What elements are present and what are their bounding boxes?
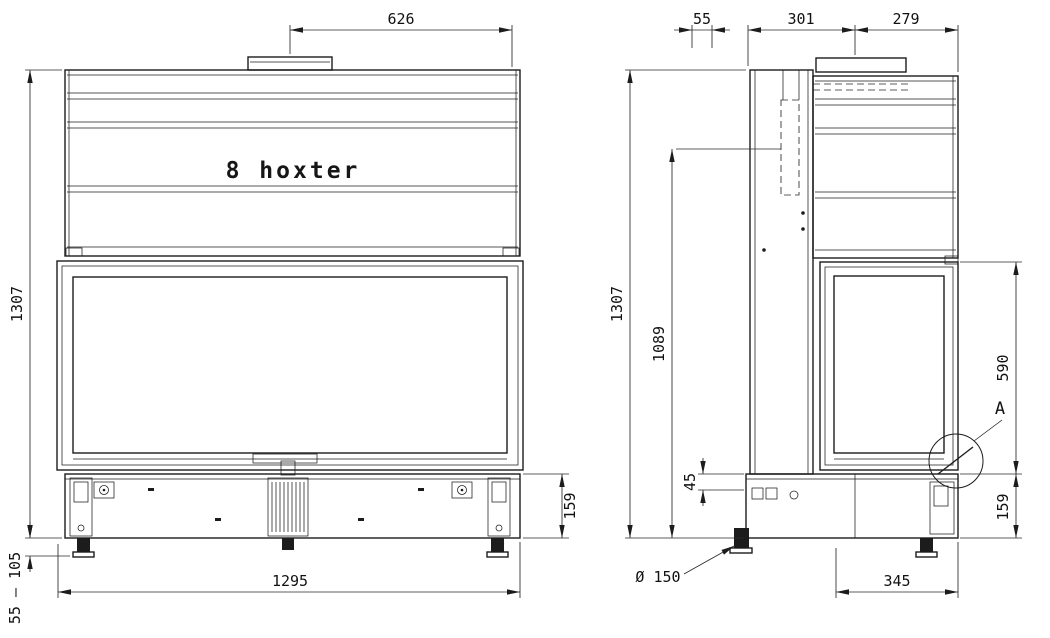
dim-front-flue-to-edge: 626 — [289, 10, 513, 67]
dim-front-total-height: 1307 — [8, 69, 62, 539]
dim-side-total-height: 1307 — [608, 69, 746, 539]
dim-side-top-offset-value: 55 — [693, 10, 711, 28]
dim-side-rear-depth: 301 — [747, 10, 856, 66]
detail-a-callout: A — [928, 399, 1005, 489]
dim-side-inner-height-value: 1089 — [650, 326, 668, 362]
dim-side-flue-diameter-value: Ø 150 — [635, 568, 680, 586]
side-glass-door — [819, 261, 959, 471]
dim-side-glass-height-value: 590 — [994, 354, 1012, 381]
dim-side-base-height: 159 — [960, 474, 1022, 539]
side-rear-channel — [749, 69, 814, 475]
side-base-assembly — [745, 473, 959, 539]
dim-side-base-depth: 345 — [835, 542, 959, 598]
front-flue-collar — [247, 56, 333, 71]
dim-front-base-height: 159 — [523, 473, 579, 539]
side-flue-collar — [813, 57, 908, 91]
dim-side-detail-offset-value: 45 — [681, 473, 699, 491]
side-upper-casing — [812, 75, 959, 265]
front-feet — [72, 538, 509, 558]
dim-side-glass-height: 590 — [960, 261, 1022, 475]
side-dimensions: 55 301 279 1307 1089 590 — [608, 10, 1022, 598]
front-view: 8 hoxter — [56, 56, 524, 558]
dim-front-total-height-value: 1307 — [8, 286, 26, 322]
brand-logo: 8 hoxter — [226, 158, 361, 184]
dim-side-base-height-value: 159 — [994, 493, 1012, 520]
dim-side-total-height-value: 1307 — [608, 286, 626, 322]
front-dimensions: 626 1307 159 55 – 105 1295 — [6, 10, 579, 624]
side-feet — [729, 528, 938, 558]
dim-front-flue-to-edge-value: 626 — [387, 10, 414, 28]
dim-side-inner-height: 1089 — [650, 148, 781, 538]
front-base-assembly — [64, 473, 521, 539]
flue-damper-dashed — [780, 99, 800, 196]
dim-side-front-depth-value: 279 — [892, 10, 919, 28]
front-glass-door — [56, 260, 524, 476]
dim-front-total-width-value: 1295 — [272, 572, 308, 590]
dim-side-rear-depth-value: 301 — [787, 10, 814, 28]
dim-side-detail-offset: 45 — [681, 458, 744, 506]
dim-side-front-depth: 279 — [855, 10, 959, 72]
side-view: A — [729, 57, 1005, 558]
dim-side-top-offset: 55 — [674, 10, 730, 48]
dim-side-base-depth-value: 345 — [883, 572, 910, 590]
dim-side-flue-diameter: Ø 150 — [635, 545, 735, 586]
dim-front-leg-height: 55 – 105 — [6, 522, 70, 624]
dim-front-leg-height-value: 55 – 105 — [6, 552, 24, 624]
dim-front-base-height-value: 159 — [561, 492, 579, 519]
front-upper-casing: 8 hoxter — [64, 69, 521, 257]
detail-a-label: A — [995, 399, 1005, 419]
dim-front-total-width: 1295 — [57, 542, 521, 598]
